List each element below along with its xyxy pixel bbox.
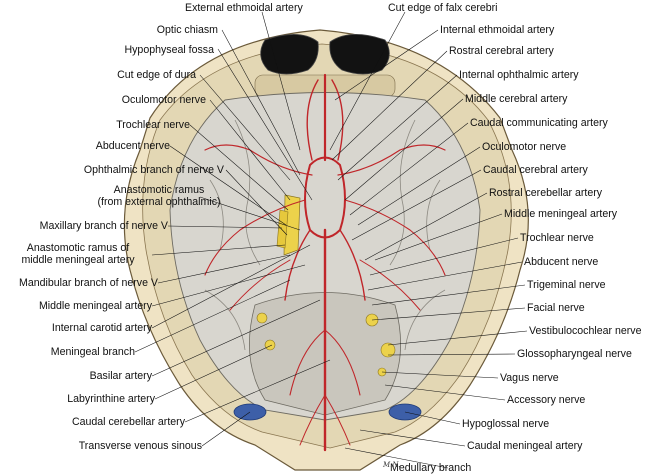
label-internal-ophthalmic-artery: Internal ophthalmic artery [459, 69, 579, 81]
label-abducent-nerve-left: Abducent nerve [95, 140, 170, 152]
artist-signature: M.N. [383, 461, 401, 469]
label-middle-cerebral-artery: Middle cerebral artery [465, 93, 568, 105]
label-anastomotic-ramus-mma: Anastomotic ramus of [26, 242, 130, 254]
leader-lines [134, 11, 528, 469]
frontal-sinus-left [260, 34, 319, 75]
label-rostral-cerebral-artery: Rostral cerebral artery [449, 45, 554, 57]
label-caudal-cerebellar-artery: Caudal cerebellar artery [71, 416, 185, 428]
label-hypophyseal-fossa: Hypophyseal fossa [124, 44, 214, 56]
label-medullary-branch: Medullary branch [390, 462, 472, 474]
label-meningeal-branch: Meningeal branch [50, 346, 135, 358]
label-ophthalmic-branch: Ophthalmic branch of nerve V [83, 164, 224, 176]
label-vestibulocochlear-nerve: Vestibulocochlear nerve [529, 325, 642, 337]
label-caudal-communicating-artery: Caudal communicating artery [470, 117, 608, 129]
label-caudal-meningeal-artery: Caudal meningeal artery [467, 440, 583, 452]
label-internal-ethmoidal-artery: Internal ethmoidal artery [440, 24, 555, 36]
label-hypoglossal-nerve: Hypoglossal nerve [462, 418, 550, 430]
label-anastomotic-ramus: Anastomotic ramus [113, 184, 205, 196]
frontal-sinus-right [329, 34, 390, 75]
label-maxillary-branch: Maxillary branch of nerve V [39, 220, 168, 232]
label-vagus-nerve: Vagus nerve [500, 372, 559, 384]
label-oculomotor-nerve-left: Oculomotor nerve [121, 94, 206, 106]
label-glossopharyngeal-nerve: Glossopharyngeal nerve [517, 348, 632, 360]
label-trochlear-nerve-right: Trochlear nerve [520, 232, 594, 244]
label-labyrinthine-artery: Labyrinthine artery [67, 393, 155, 405]
label-internal-carotid-artery: Internal carotid artery [51, 322, 152, 334]
label-middle-meningeal-artery-left: Middle meningeal artery [38, 300, 152, 312]
arteries [204, 73, 446, 452]
label-oculomotor-nerve-right: Oculomotor nerve [482, 141, 567, 153]
label-anastomotic-ramus-sub: (from external ophthalmic) [97, 196, 221, 208]
label-mandibular-branch: Mandibular branch of nerve V [19, 277, 158, 289]
label-cut-edge-falx-cerebri: Cut edge of falx cerebri [388, 2, 498, 14]
label-middle-meningeal-artery-right: Middle meningeal artery [504, 208, 618, 220]
label-rostral-cerebellar-artery: Rostral cerebellar artery [489, 187, 603, 199]
label-anastomotic-ramus-mma-sub: middle meningeal artery [21, 254, 135, 266]
label-optic-chiasm: Optic chiasm [156, 24, 218, 36]
label-abducent-nerve-right: Abducent nerve [524, 256, 599, 268]
label-external-ethmoidal-artery: External ethmoidal artery [185, 2, 303, 14]
label-trigeminal-nerve: Trigeminal nerve [527, 279, 606, 291]
label-accessory-nerve: Accessory nerve [507, 394, 586, 406]
label-transverse-venous-sinous: Transverse venous sinous [78, 440, 202, 452]
label-trochlear-nerve-left: Trochlear nerve [116, 119, 190, 131]
label-cut-edge-dura: Cut edge of dura [117, 69, 196, 81]
label-caudal-cerebral-artery: Caudal cerebral artery [483, 164, 588, 176]
label-facial-nerve: Facial nerve [527, 302, 585, 314]
label-basilar-artery: Basilar artery [89, 370, 152, 382]
